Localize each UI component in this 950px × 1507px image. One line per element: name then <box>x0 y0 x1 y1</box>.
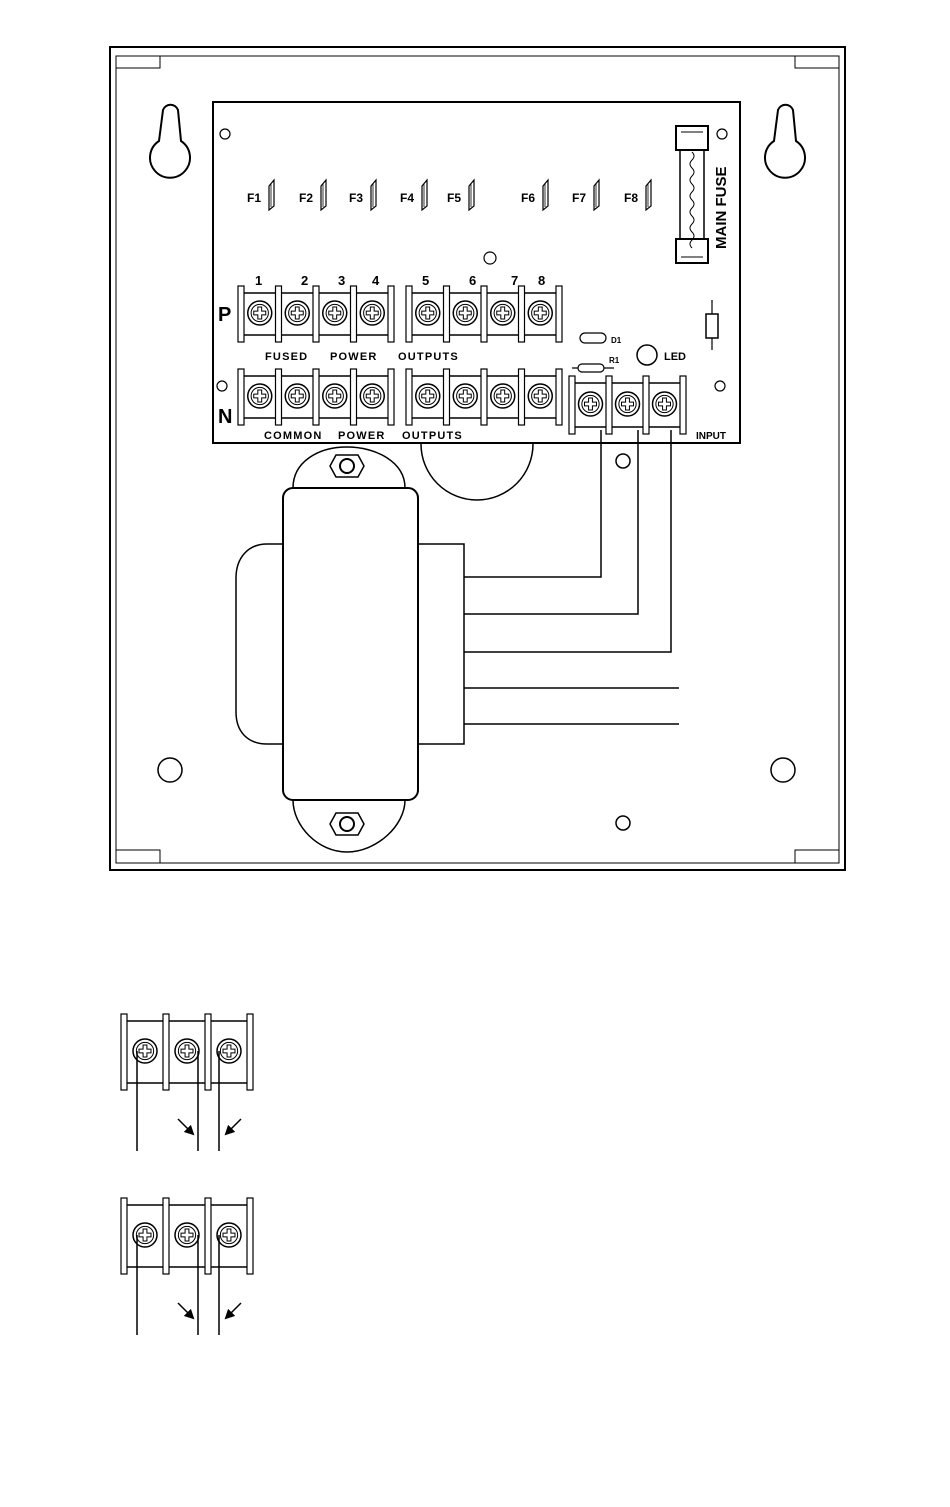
resistor-r1-label: R1 <box>609 356 620 365</box>
p-row-terminals-5-8 <box>406 286 562 342</box>
fuse-label: F5 <box>447 191 461 205</box>
fuse-label: F4 <box>400 191 414 205</box>
arrow-left-wire <box>178 1303 193 1318</box>
lead-3 <box>464 430 671 652</box>
terminal-screw[interactable] <box>360 301 384 325</box>
p-row-caption-outputs: OUTPUTS <box>398 351 459 363</box>
output-number: 7 <box>511 273 518 288</box>
terminal-screw[interactable] <box>416 301 440 325</box>
terminal-screw[interactable] <box>528 301 552 325</box>
arrow-right-wire <box>226 1119 241 1134</box>
example-terminal-block <box>121 1014 253 1090</box>
lead-2 <box>464 430 638 614</box>
terminal-screw[interactable] <box>579 392 603 416</box>
terminal-screw[interactable] <box>491 384 515 408</box>
terminal-screw[interactable] <box>217 1223 241 1247</box>
wiring-example-1 <box>121 1014 253 1151</box>
terminal-screw[interactable] <box>217 1039 241 1063</box>
terminal-screw[interactable] <box>175 1039 199 1063</box>
output-number: 4 <box>372 273 380 288</box>
terminal-screw[interactable] <box>323 384 347 408</box>
mounting-hole-mid <box>616 454 630 468</box>
n-row-terminals-5-8 <box>406 369 562 425</box>
input-label: INPUT <box>696 431 726 442</box>
transformer-bolt-bottom <box>330 813 364 835</box>
terminal-screw[interactable] <box>248 301 272 325</box>
main-fuse-label: MAIN FUSE <box>713 167 730 250</box>
p-row-terminals-1-4 <box>238 286 394 342</box>
row-p-label: P <box>218 304 231 326</box>
transformer-leads <box>464 430 679 724</box>
terminal-screw[interactable] <box>285 384 309 408</box>
keyhole-mount-left <box>150 105 190 178</box>
mounting-hole-bottom <box>616 816 630 830</box>
fuse-label: F2 <box>299 191 313 205</box>
terminal-screw[interactable] <box>653 392 677 416</box>
diode-d1-label: D1 <box>611 336 622 345</box>
n-row-caption-common: COMMON <box>264 430 323 442</box>
knockout-hole <box>421 444 533 500</box>
terminal-screw[interactable] <box>248 384 272 408</box>
terminal-screw[interactable] <box>491 301 515 325</box>
terminal-screw[interactable] <box>616 392 640 416</box>
terminal-screw[interactable] <box>360 384 384 408</box>
mounting-hole-right <box>771 758 795 782</box>
transformer-core <box>283 488 418 800</box>
terminal-screw[interactable] <box>175 1223 199 1247</box>
terminal-screw[interactable] <box>528 384 552 408</box>
terminal-screw[interactable] <box>453 301 477 325</box>
keyhole-mount-right <box>765 105 805 178</box>
terminal-screw[interactable] <box>285 301 309 325</box>
fuse-label: F7 <box>572 191 586 205</box>
terminal-screw[interactable] <box>416 384 440 408</box>
fuse-label: F8 <box>624 191 638 205</box>
row-n-label: N <box>218 406 232 428</box>
n-row-caption-power: POWER <box>338 430 386 442</box>
n-row-caption-outputs: OUTPUTS <box>402 430 463 442</box>
output-number: 2 <box>301 273 308 288</box>
terminal-screw[interactable] <box>323 301 347 325</box>
fuse-label: F6 <box>521 191 535 205</box>
terminal-screw[interactable] <box>453 384 477 408</box>
arrow-right-wire <box>226 1303 241 1318</box>
input-terminal-block <box>569 376 686 434</box>
output-number: 3 <box>338 273 345 288</box>
output-number: 1 <box>255 273 262 288</box>
p-row-caption-fused: FUSED <box>265 351 308 363</box>
example-terminal-block <box>121 1198 253 1274</box>
fuse-label: F1 <box>247 191 261 205</box>
output-number: 5 <box>422 273 429 288</box>
p-row-caption-power: POWER <box>330 351 378 363</box>
fuse-label: F3 <box>349 191 363 205</box>
transformer-coil-left <box>236 544 283 744</box>
input-terminals <box>569 376 686 434</box>
wiring-example-2 <box>121 1198 253 1335</box>
n-row-terminals-1-4 <box>238 369 394 425</box>
transformer <box>236 447 464 852</box>
output-number: 8 <box>538 273 545 288</box>
arrow-left-wire <box>178 1119 193 1134</box>
transformer-bolt-top <box>330 455 364 477</box>
led-label: LED <box>664 351 686 363</box>
output-number: 6 <box>469 273 476 288</box>
mounting-hole-left <box>158 758 182 782</box>
